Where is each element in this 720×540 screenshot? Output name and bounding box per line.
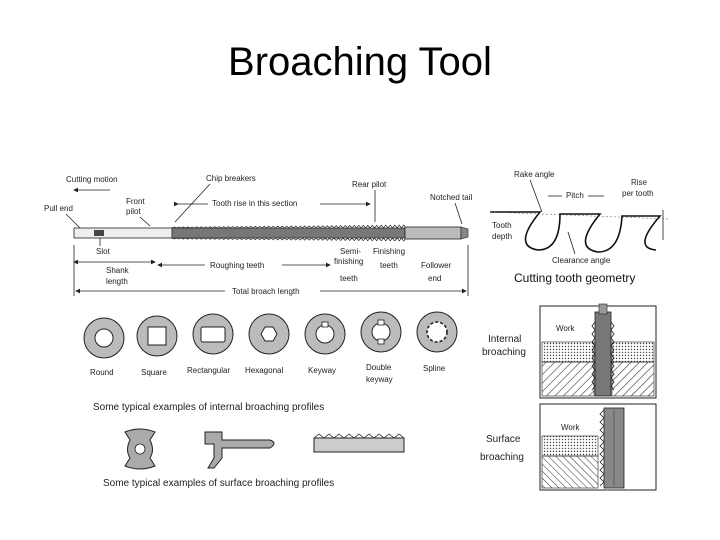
leader-notched-tail bbox=[454, 202, 463, 225]
internal-work-left bbox=[541, 341, 595, 363]
surface-fixture bbox=[541, 455, 599, 489]
broach-notched-tail bbox=[460, 226, 469, 240]
label-cutting-motion: Cutting motion bbox=[66, 175, 118, 184]
label-rake-angle: Rake angle bbox=[514, 170, 555, 179]
leader-chip-breakers bbox=[174, 183, 211, 223]
leader-rake bbox=[529, 179, 543, 213]
label-follower-1: Follower bbox=[421, 261, 452, 270]
label-surface-1: Surface bbox=[486, 434, 521, 445]
label-work-surface: Work bbox=[561, 423, 581, 432]
label-profile-rectangular: Rectangular bbox=[187, 366, 230, 375]
profile-keyway bbox=[304, 313, 346, 355]
internal-fixture-left bbox=[541, 361, 595, 397]
label-profile-square: Square bbox=[141, 368, 167, 377]
label-pull-end: Pull end bbox=[44, 204, 73, 213]
label-front-pilot-2: pilot bbox=[126, 207, 141, 216]
broach-core bbox=[171, 227, 406, 239]
surface-broaching-group: Surface broaching Work bbox=[480, 403, 657, 491]
label-profile-round: Round bbox=[90, 368, 114, 377]
tooth-geometry-group: Rake angle Pitch Rise per tooth Tooth de… bbox=[489, 170, 669, 285]
label-clearance-angle: Clearance angle bbox=[552, 256, 611, 265]
label-internal-2: broaching bbox=[482, 347, 526, 358]
profile-hexagonal bbox=[248, 313, 290, 355]
label-roughing-teeth: Roughing teeth bbox=[210, 261, 264, 270]
profile-round bbox=[83, 317, 125, 359]
caption-surface-profiles: Some typical examples of surface broachi… bbox=[103, 478, 334, 489]
broach-slot bbox=[94, 230, 104, 236]
label-shank-length-1: Shank bbox=[106, 266, 130, 275]
broach-tool-group: Cutting motion Pull end Front pilot Chip… bbox=[44, 174, 472, 296]
internal-profiles-group: Round Square Rectangular Hexagonal Keywa… bbox=[83, 311, 458, 413]
internal-broach bbox=[591, 303, 615, 397]
label-tooth-rise: Tooth rise in this section bbox=[212, 199, 297, 208]
caption-internal-profiles: Some typical examples of internal broach… bbox=[93, 402, 324, 413]
profile-double-keyway bbox=[360, 311, 402, 353]
label-front-pilot-1: Front bbox=[126, 197, 145, 206]
label-pitch: Pitch bbox=[566, 191, 584, 200]
label-profile-double-keyway-2: keyway bbox=[366, 375, 393, 384]
label-rear-pilot: Rear pilot bbox=[352, 180, 387, 189]
surface-profiles-group: Some typical examples of surface broachi… bbox=[103, 428, 405, 489]
label-notched-tail: Notched tail bbox=[430, 193, 472, 202]
label-profile-hexagonal: Hexagonal bbox=[245, 366, 283, 375]
label-tooth-depth-1: Tooth bbox=[492, 221, 512, 230]
label-tooth-depth-2: depth bbox=[492, 232, 512, 241]
label-profile-keyway: Keyway bbox=[308, 366, 336, 375]
label-rise-2: per tooth bbox=[622, 189, 654, 198]
label-total-length: Total broach length bbox=[232, 287, 300, 296]
label-semi-1: Semi- bbox=[340, 247, 361, 256]
internal-work-right bbox=[611, 341, 655, 363]
label-rise-1: Rise bbox=[631, 178, 648, 187]
surface-profile-part-1 bbox=[124, 428, 156, 470]
surface-broach bbox=[599, 407, 625, 489]
internal-fixture-right bbox=[611, 361, 655, 397]
label-profile-spline: Spline bbox=[423, 364, 446, 373]
label-semi-2: finishing bbox=[334, 257, 363, 266]
internal-broaching-group: Internal broaching Work bbox=[482, 303, 657, 399]
geometry-caption: Cutting tooth geometry bbox=[514, 271, 635, 285]
broach-rear-section bbox=[404, 226, 462, 240]
broach-teeth bbox=[171, 224, 407, 242]
label-work-internal: Work bbox=[556, 324, 576, 333]
slide-title: Broaching Tool bbox=[228, 40, 492, 84]
label-finishing-1: Finishing bbox=[373, 247, 405, 256]
label-surface-2: broaching bbox=[480, 452, 524, 463]
profile-rectangular bbox=[192, 313, 234, 355]
broach-teeth-outline bbox=[171, 224, 407, 242]
profile-square bbox=[136, 315, 178, 357]
surface-work bbox=[541, 435, 599, 457]
label-slot: Slot bbox=[96, 247, 111, 256]
surface-profile-rack bbox=[313, 433, 405, 453]
label-profile-double-keyway-1: Double bbox=[366, 363, 392, 372]
label-finishing-2: teeth bbox=[380, 261, 398, 270]
label-follower-2: end bbox=[428, 274, 441, 283]
label-internal-1: Internal bbox=[488, 334, 521, 345]
surface-profile-wrench bbox=[204, 431, 275, 469]
leader-front-pilot bbox=[139, 216, 151, 227]
profile-spline bbox=[416, 311, 458, 353]
rise-line bbox=[489, 211, 669, 220]
label-shank-length-2: length bbox=[106, 277, 128, 286]
broach-shank bbox=[73, 227, 173, 239]
label-semi-3: teeth bbox=[340, 274, 358, 283]
leader-clearance bbox=[567, 231, 576, 255]
leader-pull-end bbox=[65, 213, 81, 229]
label-chip-breakers: Chip breakers bbox=[206, 174, 256, 183]
tooth-profile bbox=[490, 211, 662, 253]
